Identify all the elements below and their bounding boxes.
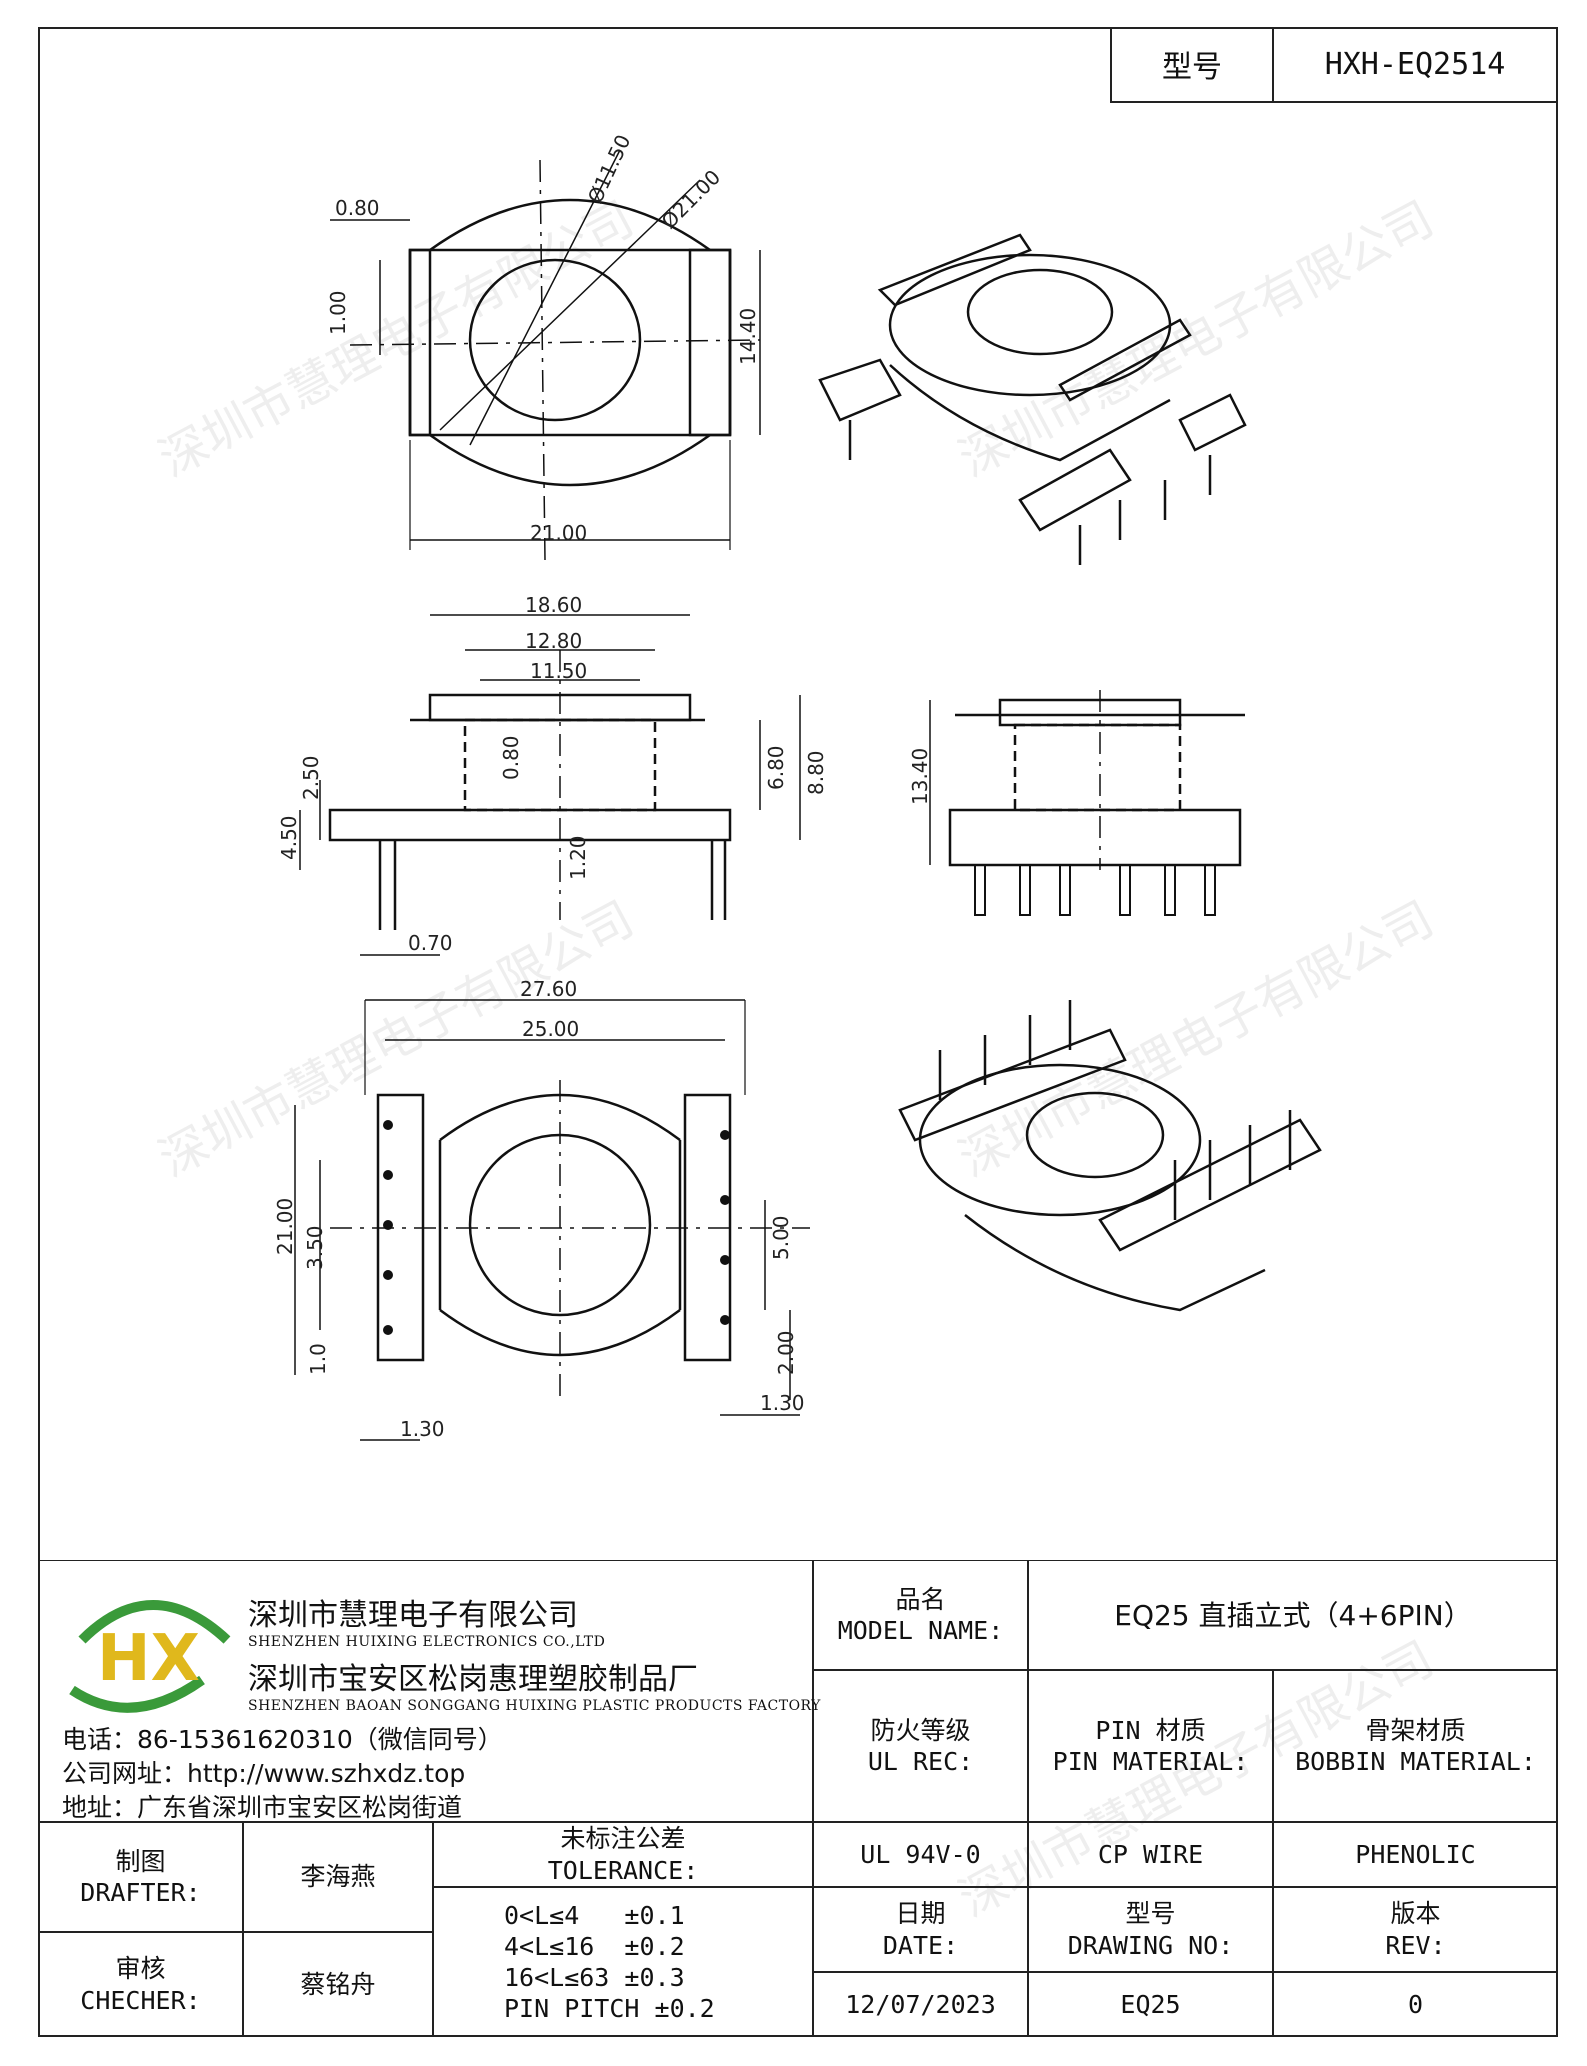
drawing-no-value: EQ25 (1028, 1972, 1273, 2037)
isometric-view-2 (898, 1000, 1322, 1312)
dim-label: 1.30 (760, 1391, 805, 1415)
date-label: 日期 DATE: (813, 1887, 1028, 1972)
rev-value: 0 (1273, 1972, 1558, 2037)
drafter-label: 制图 DRAFTER: (38, 1822, 243, 1932)
dim-label: 21.00 (273, 1198, 297, 1255)
model-value: HXH-EQ2514 (1324, 46, 1506, 82)
dim-label: 18.60 (525, 593, 582, 617)
model-label: 型号 (1112, 27, 1274, 101)
dim-label: 6.80 (764, 745, 788, 790)
phone-text: 电话：86-15361620310（微信同号） (62, 1725, 503, 1754)
bottom-view (294, 999, 810, 1441)
dim-label: 2.50 (299, 755, 323, 800)
dim-label: 4.50 (277, 815, 301, 860)
side-view (929, 690, 1245, 916)
model-name-label: 品名 MODEL NAME: (813, 1560, 1028, 1670)
company-info: HX 深圳市慧理电子有限公司 SHENZHEN HUIXING ELECTRON… (48, 1560, 838, 1822)
dim-label: 1.00 (326, 290, 350, 335)
dim-label: 1.20 (566, 835, 590, 880)
pin-material-label: PIN 材质 PIN MATERIAL: (1028, 1670, 1273, 1822)
dim-label: 5.00 (769, 1215, 793, 1260)
isometric-view-1 (818, 233, 1247, 565)
dim-label: 21.00 (530, 521, 587, 545)
address-text: 地址：广东省深圳市宝安区松岗街道 (62, 1793, 463, 1822)
technical-drawing: 0.80 1.00 Ø11.50 Ø21.00 14.40 21.00 18.6… (273, 131, 1322, 1441)
bobbin-material-label: 骨架材质 BOBBIN MATERIAL: (1273, 1670, 1558, 1822)
checker-label: 审核 CHECHER: (38, 1932, 243, 2037)
dim-label: 0.80 (335, 196, 380, 220)
dim-label: 13.40 (908, 748, 932, 805)
dim-label: 3.50 (303, 1225, 327, 1270)
company-cell (38, 1560, 813, 1822)
ul-rec-value: UL 94V-0 (813, 1822, 1028, 1887)
date-value: 12/07/2023 (813, 1972, 1028, 2037)
factory-name-cn: 深圳市宝安区松岗惠理塑胶制品厂 (248, 1662, 698, 1697)
dim-label: 0.80 (499, 735, 523, 780)
drafter-name: 李海燕 (243, 1822, 433, 1932)
rev-label: 版本 REV: (1273, 1887, 1558, 1972)
company-name-cn: 深圳市慧理电子有限公司 (248, 1598, 578, 1633)
dim-label: Ø21.00 (657, 165, 726, 234)
dim-label: 1.30 (400, 1417, 445, 1441)
dim-label: 14.40 (736, 308, 760, 365)
factory-name-en: SHENZHEN BAOAN SONGGANG HUIXING PLASTIC … (248, 1698, 821, 1714)
model-name-value: EQ25 直插立式（4+6PIN） (1028, 1560, 1558, 1670)
front-view (299, 614, 801, 956)
dim-label: 25.00 (522, 1017, 579, 1041)
dim-label: 27.60 (520, 977, 577, 1001)
top-view (330, 149, 761, 561)
bobbin-material-value: PHENOLIC (1273, 1822, 1558, 1887)
dim-label: 2.00 (774, 1330, 798, 1375)
tolerance-values: 0<L≤4 ±0.1 4<L≤16 ±0.2 16<L≤63 ±0.3 PIN … (433, 1887, 813, 2037)
pin-material-value: CP WIRE (1028, 1822, 1273, 1887)
dim-label: 12.80 (525, 629, 582, 653)
ul-rec-label: 防火等级 UL REC: (813, 1670, 1028, 1822)
dim-label: 11.50 (530, 659, 587, 683)
dim-label: 0.70 (408, 931, 453, 955)
company-name-en: SHENZHEN HUIXING ELECTRONICS CO.,LTD (248, 1634, 606, 1650)
drawing-no-label: 型号 DRAWING NO: (1028, 1887, 1273, 1972)
checker-name: 蔡铭舟 (243, 1932, 433, 2037)
tolerance-label: 未标注公差 TOLERANCE: (433, 1822, 813, 1887)
dim-label: 8.80 (804, 750, 828, 795)
company-logo: HX (69, 1600, 231, 1713)
model-number-box: 型号 HXH-EQ2514 (1110, 27, 1558, 103)
website-text: 公司网址：http://www.szhxdz.top (62, 1759, 466, 1788)
dim-label: 1.0 (306, 1343, 330, 1375)
title-block: HX 深圳市慧理电子有限公司 SHENZHEN HUIXING ELECTRON… (38, 1560, 1558, 2037)
dim-label: Ø11.50 (583, 131, 636, 207)
logo-text: HX (97, 1622, 200, 1696)
